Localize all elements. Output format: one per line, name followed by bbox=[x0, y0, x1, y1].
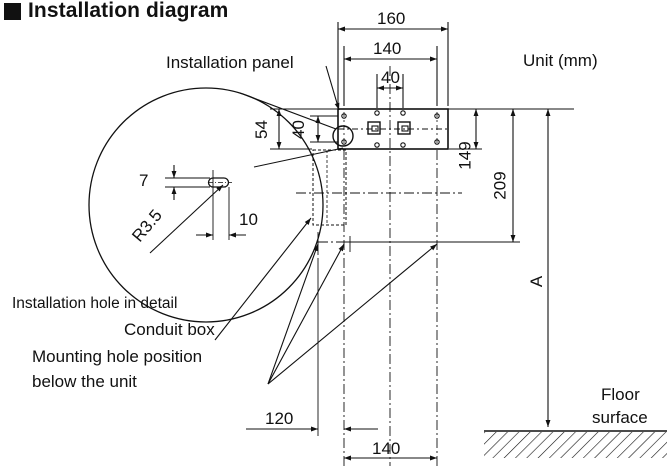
title-block: Installation diagram bbox=[4, 0, 228, 22]
dim-140-bottom-label: 140 bbox=[372, 439, 401, 458]
page-title: Installation diagram bbox=[28, 0, 229, 22]
conduit-box-outline bbox=[312, 149, 347, 226]
detail-circle bbox=[88, 87, 324, 323]
dim-209-label: 209 bbox=[490, 171, 510, 200]
leader-panel bbox=[325, 65, 340, 111]
dim-A-label: A bbox=[527, 275, 547, 288]
title-square-icon bbox=[4, 2, 21, 20]
mounting-hole-label-line2: below the unit bbox=[32, 372, 137, 391]
leader-mount-2 bbox=[267, 243, 345, 385]
leader-mount-3 bbox=[267, 243, 438, 385]
mounting-hole-label-line1: Mounting hole position bbox=[32, 347, 203, 366]
slot-hole bbox=[207, 177, 230, 188]
detail-marker-circle bbox=[332, 125, 354, 147]
dim-40-top-label: 40 bbox=[381, 68, 400, 87]
dim-140-top-label: 140 bbox=[373, 39, 402, 58]
leader-mount-1 bbox=[267, 243, 319, 385]
dim-160-label: 160 bbox=[377, 9, 406, 28]
dim-7-label: 7 bbox=[139, 171, 149, 190]
floor-hatch bbox=[484, 432, 667, 458]
dim-10-label: 10 bbox=[239, 210, 258, 229]
dim-40-left-label: 40 bbox=[288, 120, 308, 139]
conduit-box-label: Conduit box bbox=[124, 320, 215, 339]
floor-label-line1: Floor bbox=[601, 385, 640, 404]
unit-label: Unit (mm) bbox=[523, 51, 598, 70]
dim-54-label: 54 bbox=[251, 120, 271, 139]
installation-panel-label: Installation panel bbox=[166, 53, 294, 72]
dim-120-label: 120 bbox=[265, 409, 294, 428]
floor-label-line2: surface bbox=[592, 408, 648, 427]
leader-conduit bbox=[214, 217, 312, 341]
hole-detail-label: Installation hole in detail bbox=[12, 295, 178, 312]
dim-149-label: 149 bbox=[455, 141, 475, 170]
